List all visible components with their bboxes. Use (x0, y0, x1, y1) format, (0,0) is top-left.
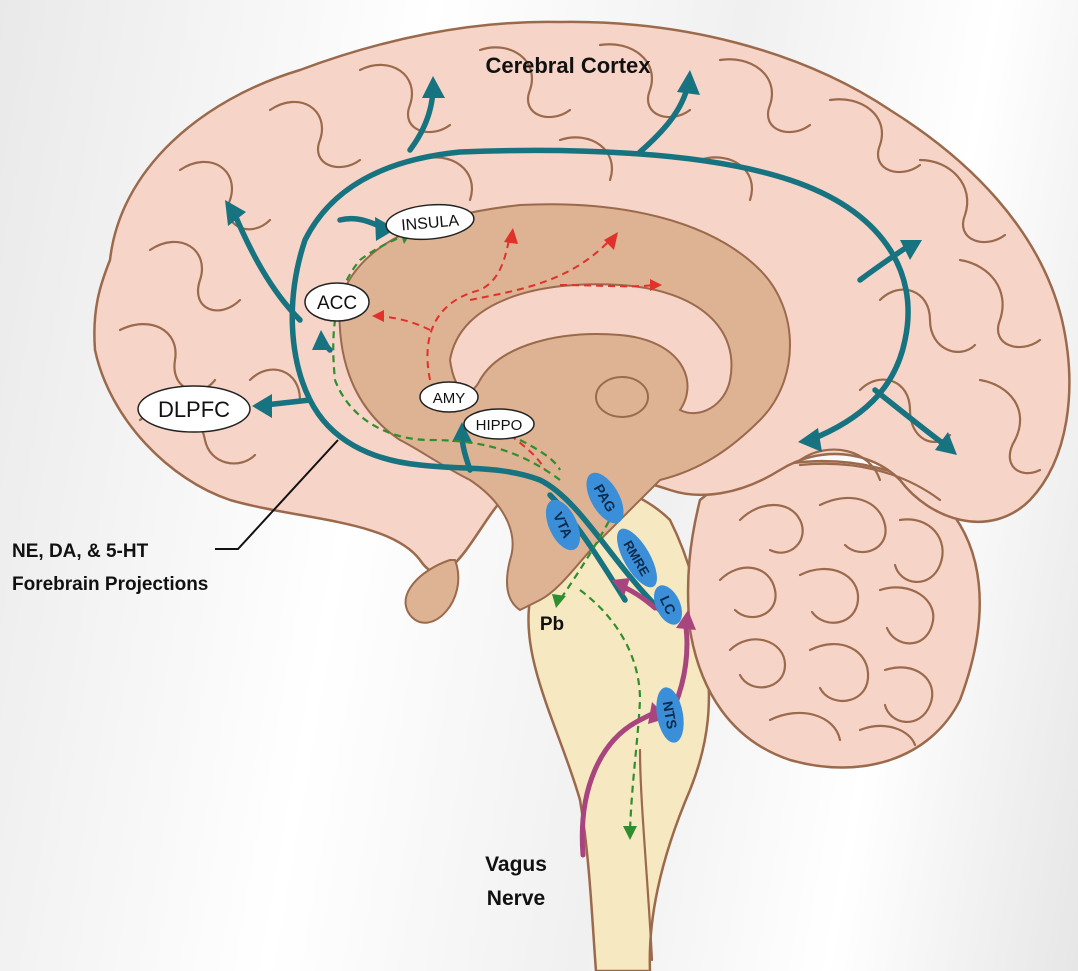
cerebral-cortex-label: Cerebral Cortex (485, 53, 651, 78)
region-acc: ACC (305, 283, 369, 321)
thalamus (596, 377, 648, 417)
svg-text:HIPPO: HIPPO (476, 417, 523, 434)
region-hippo: HIPPO (464, 409, 534, 439)
svg-text:DLPFC: DLPFC (158, 397, 230, 422)
region-amy: AMY (420, 382, 478, 412)
projections-label-line2: Forebrain Projections (12, 574, 208, 595)
pituitary (406, 560, 459, 623)
vagus-label-line1: Vagus (485, 853, 547, 876)
pb-label: Pb (540, 614, 564, 635)
vagus-label-line2: Nerve (487, 887, 545, 910)
projections-label-line1: NE, DA, & 5-HT (12, 541, 149, 562)
region-dlpfc: DLPFC (138, 386, 250, 432)
svg-text:ACC: ACC (317, 293, 357, 314)
svg-text:AMY: AMY (433, 390, 466, 407)
